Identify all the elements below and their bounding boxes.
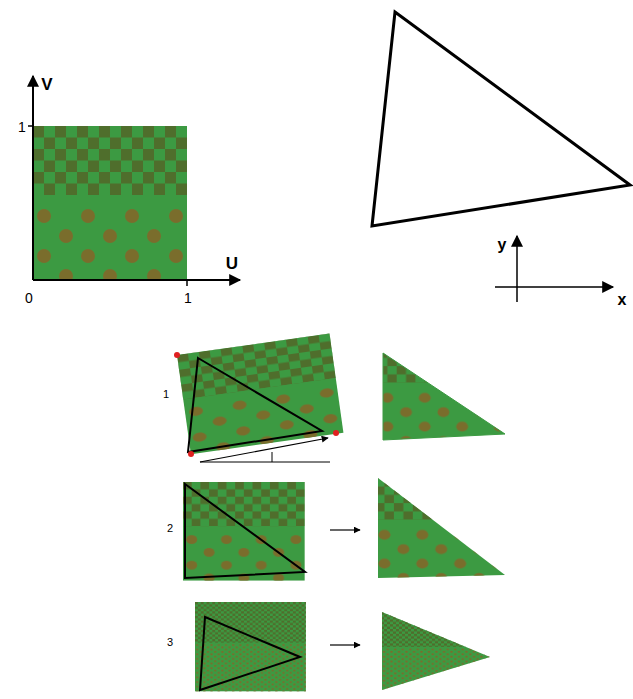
axis-label: x [618,292,627,308]
baseline [200,462,330,463]
corner-dot [174,352,180,358]
y-axis [516,236,518,302]
callout-number: 2 [167,523,173,534]
x-axis [495,286,613,288]
rotation-arrow [200,438,328,462]
axis-value: 0 [25,291,33,305]
textured-triangle [375,470,507,581]
axis-value: 1 [184,291,192,305]
callout-number: 3 [167,637,173,648]
rotated-texture [177,334,343,455]
corner-dot [188,451,194,457]
texture-image-fine [195,602,306,691]
v-axis [32,76,34,280]
triangle-edge [383,353,505,440]
result-arrow [330,529,360,530]
mapped-triangle [200,617,300,690]
texture-image [33,126,187,280]
u-axis [33,279,240,281]
axis-tick [186,280,188,286]
texture-image [183,482,305,581]
axis-label: y [498,237,507,253]
corner-dot [333,430,339,436]
screen-triangle [372,12,630,226]
textured-triangle [378,333,509,444]
mapped-triangle [188,358,322,452]
axis-tick [28,125,33,127]
angle-tick [272,452,273,462]
callout-number: 1 [163,389,169,400]
axis-label: U [226,255,238,272]
axis-label: V [41,76,52,93]
mapped-triangle [185,484,305,578]
result-arrow [330,644,360,645]
textured-triangle [378,605,494,697]
axis-value: 1 [18,120,26,134]
